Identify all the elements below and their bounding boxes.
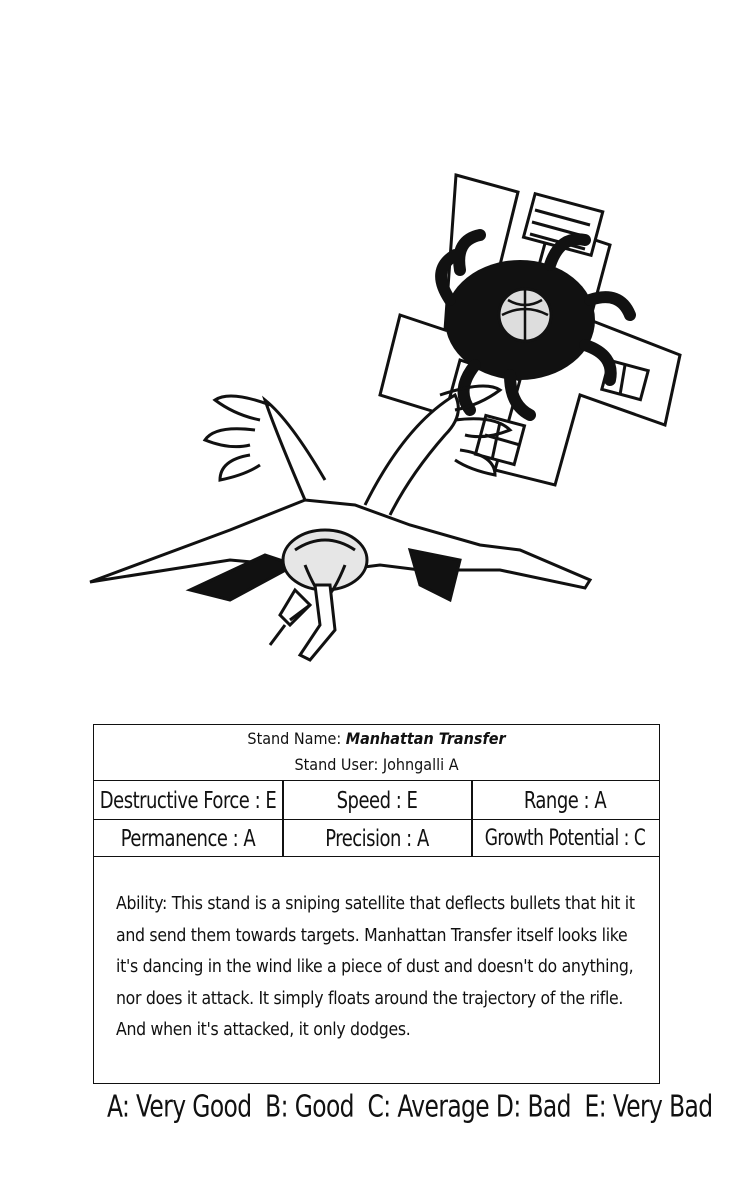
winged-body <box>89 384 593 603</box>
stats-row-2: Permanence : A Precision : A Growth Pote… <box>94 820 659 857</box>
stand-name-label: Stand Name: <box>247 729 342 748</box>
divider <box>282 781 284 819</box>
stand-stat-card: Stand Name: Manhattan Transfer Stand Use… <box>93 724 660 1084</box>
divider <box>471 820 473 856</box>
stat-permanence: Permanence : A <box>120 824 256 852</box>
stand-name-value: Manhattan Transfer <box>345 729 506 748</box>
stand-header: Stand Name: Manhattan Transfer Stand Use… <box>94 725 659 781</box>
ability-section: Ability: This stand is a sniping satelli… <box>94 857 659 1083</box>
grade-legend: A: Very Good B: Good C: Average D: Bad E… <box>107 1090 713 1125</box>
stat-growth-potential: Growth Potential : C <box>484 825 646 851</box>
cross-core <box>435 229 636 421</box>
divider <box>471 781 473 819</box>
ability-body: This stand is a sniping satellite that d… <box>116 894 635 1040</box>
hanging-links <box>268 583 337 662</box>
stats-row-1: Destructive Force : E Speed : E Range : … <box>94 781 659 820</box>
ability-description: Ability: This stand is a sniping satelli… <box>116 889 641 1047</box>
stat-speed: Speed : E <box>336 786 418 814</box>
stand-illustration <box>89 173 682 662</box>
ability-label: Ability: <box>116 894 168 914</box>
stat-destructive-force: Destructive Force : E <box>99 786 277 814</box>
stand-user: Stand User: Johngalli A <box>294 755 459 774</box>
stat-precision: Precision : A <box>325 824 429 852</box>
stand-name-line: Stand Name: Manhattan Transfer <box>94 729 659 748</box>
stat-range: Range : A <box>523 786 607 814</box>
divider <box>282 820 284 856</box>
